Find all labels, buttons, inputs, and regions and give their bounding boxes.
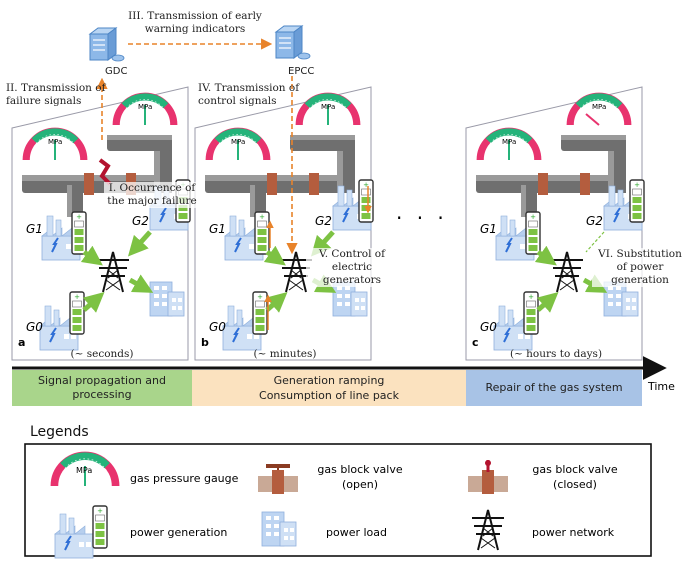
g1-label: G1 — [480, 222, 497, 236]
flow-arrow — [128, 274, 154, 293]
phase-2-band — [192, 370, 466, 406]
panel-a-time: (~ seconds) — [70, 348, 134, 360]
time-axis-label: Time — [648, 380, 675, 393]
g2-label: G2 — [315, 214, 332, 228]
gauge-needle-low — [585, 113, 600, 126]
battery-icon — [523, 291, 539, 335]
battery-icon — [252, 291, 268, 335]
legend-network-text: power network — [532, 526, 615, 539]
server-icon-gdc — [89, 27, 125, 62]
battery-icon — [358, 179, 374, 223]
g0-label: G0 — [480, 320, 497, 334]
legend-valve-closed-icon — [468, 460, 508, 494]
flow-arrow — [80, 245, 103, 266]
panel-c-time: (~ hours to days) — [509, 348, 603, 360]
battery-icon — [525, 211, 541, 255]
pipe-rupture-icon — [98, 158, 112, 186]
flow-arrow — [82, 292, 105, 313]
panel-b-time: (~ minutes) — [253, 348, 317, 360]
legend-gauge-unit: MPa — [76, 466, 93, 475]
legend-battery-icon — [92, 505, 108, 549]
epcc-label: EPCC — [288, 66, 315, 77]
server-icon-epcc — [275, 25, 311, 60]
step-2-label: II. Transmission of failure signals — [6, 82, 106, 107]
battery-icon — [254, 211, 270, 255]
phase-1-band — [12, 370, 192, 406]
g1-label: G1 — [209, 222, 226, 236]
legend-box — [24, 443, 652, 557]
gauge-unit: MPa — [138, 103, 153, 111]
ellipsis: · · · — [396, 206, 448, 230]
phase-2a-label: Generation ramping — [273, 374, 385, 387]
legend-valve-open-text: gas block valve (open) — [317, 463, 403, 491]
flow-arrow — [534, 245, 557, 266]
step-6-label: VI. Substitution of power generation — [592, 248, 688, 287]
legend-valve-closed-text: gas block valve (closed) — [532, 463, 618, 491]
gdc-label: GDC — [105, 66, 128, 77]
g1-label: G1 — [26, 222, 43, 236]
panel-a — [11, 86, 191, 361]
battery-icon — [629, 179, 645, 223]
g0-label: G0 — [209, 320, 226, 334]
battery-icon — [71, 211, 87, 255]
step-5-label: V. Control of electric generators — [306, 248, 398, 287]
phase-3-band — [466, 370, 642, 406]
phase-2b-label: Consumption of line pack — [259, 389, 399, 402]
g0-label: G0 — [26, 320, 43, 334]
gauge-unit: MPa — [321, 103, 336, 111]
g2-label: G2 — [132, 214, 149, 228]
step-3-label: III. Transmission of early warning indic… — [128, 10, 262, 35]
legend-valve-open-icon — [258, 464, 298, 494]
panel-c-letter: c — [472, 336, 479, 349]
flow-arrow — [265, 292, 288, 313]
legend-title: Legends — [30, 424, 89, 440]
gauge-unit: MPa — [502, 138, 517, 146]
panel-a-letter: a — [18, 336, 26, 349]
battery-icon — [69, 291, 85, 335]
phase-3-label: Repair of the gas system — [485, 381, 623, 394]
phase-1-label: Signal propagation and processing — [38, 374, 166, 401]
flow-arrow — [536, 292, 559, 313]
g2-label: G2 — [586, 214, 603, 228]
flow-arrow — [127, 230, 152, 257]
flow-arrow — [263, 245, 286, 266]
legend-load-text: power load — [326, 526, 388, 539]
panel-b-letter: b — [201, 336, 209, 349]
gauge-unit: MPa — [48, 138, 63, 146]
gauge-unit: MPa — [592, 103, 607, 111]
legend-gauge-text: gas pressure gauge — [130, 472, 239, 485]
gauge-unit: MPa — [231, 138, 246, 146]
flow-arrow-dashed — [585, 231, 605, 253]
step-4-label: IV. Transmission of control signals — [198, 82, 300, 107]
step-1-label: I. Occurrence of the major failure — [104, 182, 200, 208]
legend-generation-text: power generation — [130, 526, 228, 539]
